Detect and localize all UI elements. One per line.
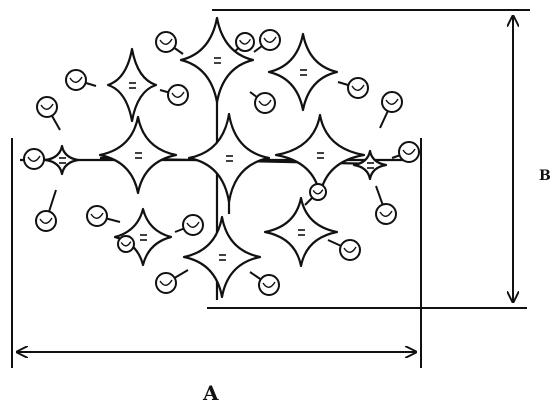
- molecule-group: [44, 16, 388, 299]
- terminal-atom: [155, 272, 177, 294]
- molecule-cross: [106, 47, 158, 123]
- dimension-lines: [11, 9, 530, 368]
- terminal-atom: [258, 274, 280, 296]
- terminal-atom: [347, 77, 369, 99]
- terminal-atom: [155, 31, 177, 53]
- molecule-cross: [44, 144, 80, 176]
- terminal-atom: [167, 84, 189, 106]
- terminal-atom: [235, 32, 255, 52]
- terminal-atom: [381, 91, 403, 113]
- molecule-cross: [179, 16, 255, 104]
- molecule-cross: [263, 196, 339, 268]
- molecule-cross: [182, 215, 262, 299]
- terminal-atom: [375, 203, 397, 225]
- molecule-cross: [113, 207, 173, 267]
- terminal-atom: [182, 214, 204, 236]
- terminal-atom: [398, 141, 420, 163]
- molecule-cross: [267, 32, 339, 112]
- dimension-label-a: A: [203, 381, 219, 405]
- terminal-atom: [36, 96, 58, 118]
- terminal-atom: [259, 29, 281, 51]
- terminal-atom: [65, 69, 87, 91]
- terminal-atom: [254, 92, 276, 114]
- terminal-atom: [117, 235, 135, 253]
- molecule-cross: [98, 115, 178, 195]
- terminal-atom: [309, 183, 327, 201]
- molecule-cross: [187, 112, 271, 204]
- terminal-atom: [339, 239, 361, 261]
- molecule-cross: [352, 149, 388, 181]
- terminal-atom-group: [23, 29, 420, 296]
- terminal-atom: [35, 210, 57, 232]
- terminal-atom: [86, 205, 108, 227]
- terminal-atom: [23, 148, 45, 170]
- dimension-label-b: B: [539, 168, 551, 184]
- molecule-cross: [274, 113, 366, 197]
